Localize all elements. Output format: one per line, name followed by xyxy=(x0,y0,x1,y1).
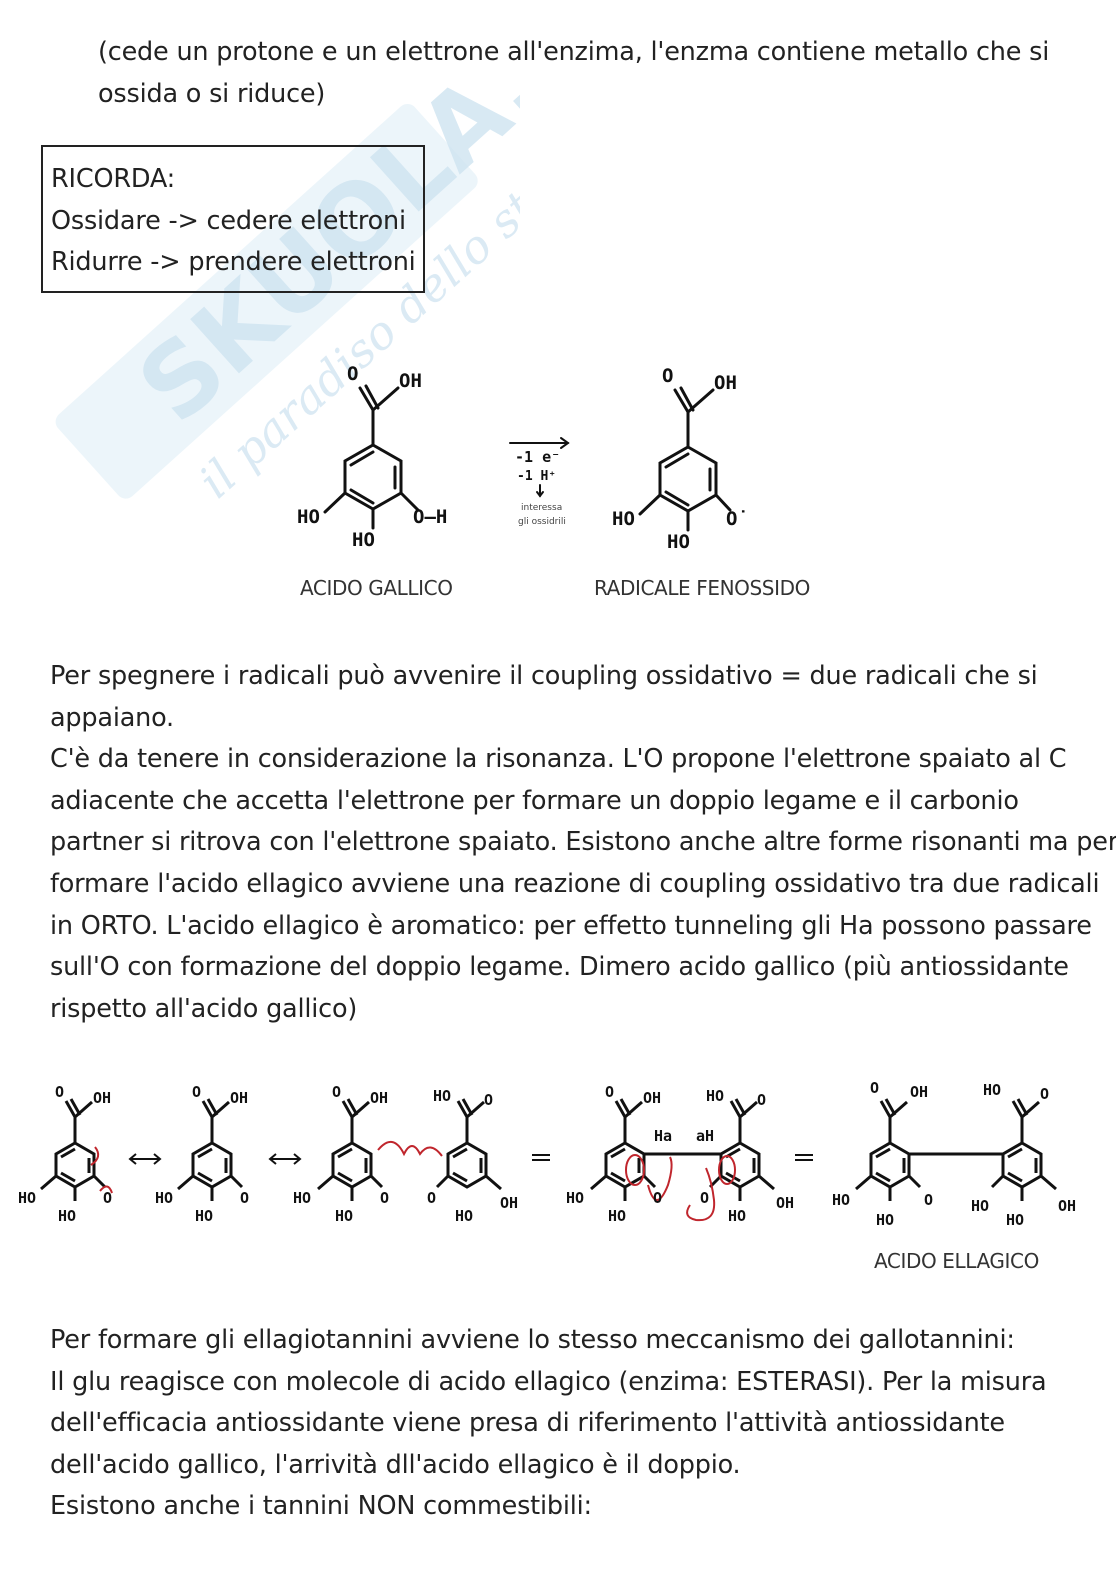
atom-label: OH xyxy=(910,1083,928,1101)
atom-label: HO xyxy=(433,1087,451,1105)
atom-label: O xyxy=(484,1091,493,1109)
dimer-intermediate xyxy=(708,1097,775,1201)
atom-label: HO xyxy=(195,1207,213,1225)
atom-label: HO xyxy=(352,529,375,551)
atom-label: HO xyxy=(18,1189,36,1207)
paragraph-line: dell'efficacia antiossidante viene presa… xyxy=(50,1408,1005,1439)
atom-label: HO xyxy=(667,531,690,553)
atom-label: O xyxy=(427,1189,436,1207)
paragraph-line: Per spegnere i radicali può avvenire il … xyxy=(50,661,1038,691)
atom-label: O—H xyxy=(413,506,447,528)
paragraph-line: C'è da tenere in considerazione la rison… xyxy=(50,744,1067,775)
atom-label: HO xyxy=(58,1207,76,1225)
paragraph-line: Il glu reagisce con molecole di acido el… xyxy=(50,1366,1047,1397)
atom-label: HO xyxy=(608,1207,626,1225)
paragraph-ellagitannins: Per formare gli ellagiotannini avviene l… xyxy=(50,1320,1047,1528)
resonance-structure xyxy=(40,1097,113,1201)
phenoxy-radical-structure xyxy=(638,386,732,532)
atom-label: O xyxy=(1040,1085,1049,1103)
atom-label: HO xyxy=(832,1191,850,1209)
paragraph-line: dell'acido gallico, l'arrività dll'acido… xyxy=(50,1449,741,1480)
atom-label: OH xyxy=(500,1194,518,1212)
atom-label: O xyxy=(332,1083,341,1101)
arrow-annotation: -1 H⁺ xyxy=(517,469,556,484)
atom-label: O xyxy=(380,1189,389,1207)
atom-label: O xyxy=(347,363,358,385)
atom-label: HO xyxy=(971,1197,989,1215)
atom-label: O xyxy=(662,365,673,387)
paragraph-line: adiacente che accetta l'elettrone per fo… xyxy=(50,785,1019,816)
intro-line: (cede un protone e un elettrone all'enzi… xyxy=(98,37,1050,67)
intro-line: ossida o si riduce) xyxy=(98,78,326,109)
atom-label: OH xyxy=(643,1089,661,1107)
ellagic-acid-formation-scheme: O OH HO O HO O OH HO O HO O OH HO O HO H… xyxy=(18,1079,1076,1273)
gallic-acid-oxidation-scheme: O OH HO O—H HO O OH HO O˙ HO -1 e⁻ -1 H⁺… xyxy=(297,363,810,600)
atom-label: HO xyxy=(335,1207,353,1225)
paragraph-line: formare l'acido ellagico avviene una rea… xyxy=(50,868,1100,899)
tunneling-arrows xyxy=(625,1154,736,1222)
remind-title: RICORDA: xyxy=(51,164,176,194)
resonance-arrows xyxy=(128,1153,813,1165)
atom-label: HO xyxy=(155,1189,173,1207)
dimer-intermediate xyxy=(590,1097,657,1201)
atom-label: HO xyxy=(706,1087,724,1105)
atom-label: HO xyxy=(876,1211,894,1229)
atom-label: OH xyxy=(399,370,422,392)
gallic-acid-structure xyxy=(323,384,420,530)
paragraph-line: sull'O con formazione del doppio legame.… xyxy=(50,952,1069,983)
arrow-annotation: -1 e⁻ xyxy=(515,448,560,466)
intro-text: (cede un protone e un elettrone all'enzi… xyxy=(98,32,1049,115)
atom-label: O xyxy=(653,1189,662,1207)
remind-box: RICORDA: Ossidare -> cedere elettroni Ri… xyxy=(41,145,425,293)
ellagic-acid-structure xyxy=(855,1097,922,1201)
remind-line: Ridurre -> prendere elettroni xyxy=(51,247,416,278)
phenoxy-radical-label: RADICALE FENOSSIDO xyxy=(594,576,810,600)
atom-label: O xyxy=(924,1191,933,1209)
paragraph-line: partner si ritrova con l'elettrone spaia… xyxy=(50,827,1116,858)
gallic-acid-label: ACIDO GALLICO xyxy=(300,576,453,600)
ellagic-acid-structure xyxy=(990,1097,1057,1201)
atom-label: O xyxy=(870,1079,879,1097)
atom-label: OH xyxy=(230,1089,248,1107)
atom-label: HO xyxy=(983,1081,1001,1099)
atom-label: HO xyxy=(612,508,635,530)
atom-label: OH xyxy=(1058,1197,1076,1215)
atom-label: O xyxy=(55,1083,64,1101)
atom-label: HO xyxy=(566,1189,584,1207)
paragraph-line: in ORTO. L'acido ellagico è aromatico: p… xyxy=(50,910,1092,941)
atom-label: O xyxy=(605,1083,614,1101)
radical-structure xyxy=(317,1097,384,1201)
atom-label: O xyxy=(700,1189,709,1207)
resonance-structure xyxy=(177,1097,244,1201)
atom-label: O xyxy=(757,1091,766,1109)
atom-label: O xyxy=(192,1083,201,1101)
atom-label: HO xyxy=(297,506,320,528)
atom-label: HO xyxy=(455,1207,473,1225)
atom-label: O˙ xyxy=(726,508,749,530)
remind-line: Ossidare -> cedere elettroni xyxy=(51,205,406,236)
atom-label: OH xyxy=(714,372,737,394)
atom-label: Ha xyxy=(654,1127,672,1145)
atom-label: O xyxy=(103,1189,112,1207)
radical-structure xyxy=(435,1097,502,1191)
atom-label: HO xyxy=(293,1189,311,1207)
atom-label: OH xyxy=(93,1089,111,1107)
paragraph-line: appaiano. xyxy=(50,702,174,733)
atom-label: HO xyxy=(1006,1211,1024,1229)
atom-label: OH xyxy=(776,1194,794,1212)
paragraph-coupling: Per spegnere i radicali può avvenire il … xyxy=(50,656,1116,1030)
reaction-arrow xyxy=(509,437,570,498)
coupling-arrow xyxy=(377,1141,443,1157)
paragraph-line: Per formare gli ellagiotannini avviene l… xyxy=(50,1325,1015,1355)
atom-label: aH xyxy=(696,1127,714,1145)
ellagic-acid-label: ACIDO ELLAGICO xyxy=(874,1249,1039,1273)
atom-label: OH xyxy=(370,1089,388,1107)
atom-label: HO xyxy=(728,1207,746,1225)
arrow-note: interessa xyxy=(521,503,562,513)
atom-label: O xyxy=(240,1189,249,1207)
paragraph-line: rispetto all'acido gallico) xyxy=(50,993,358,1024)
arrow-note: gli ossidrili xyxy=(518,517,566,527)
paragraph-line: Esistono anche i tannini NON commestibil… xyxy=(50,1491,592,1522)
